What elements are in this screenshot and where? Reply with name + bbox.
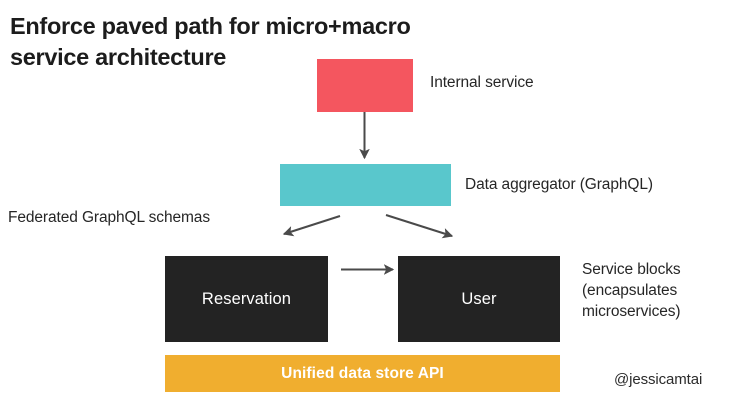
node-user[interactable]: User (398, 256, 560, 342)
node-reservation[interactable]: Reservation (165, 256, 328, 342)
arrow-aggregator-to-user (385, 214, 454, 239)
callout-internal-service: Internal service (430, 74, 534, 91)
author-watermark: @jessicamtai (614, 371, 703, 388)
node-data-aggregator[interactable] (280, 164, 451, 206)
node-reservation-label: Reservation (201, 289, 292, 308)
node-unified-data-store-api-label: Unified data store API (281, 364, 444, 382)
callout-data-aggregator: Data aggregator (GraphQL) (465, 176, 653, 193)
annotation-service-blocks: Service blocks (encapsulates microservic… (582, 261, 681, 320)
node-user-label: User (461, 289, 497, 308)
arrow-aggregator-to-reservation (282, 215, 341, 237)
annotation-federated-schemas: Federated GraphQL schemas (8, 209, 210, 226)
node-internal-service[interactable] (317, 59, 413, 112)
page-title: Enforce paved path for micro+macro servi… (10, 13, 411, 70)
node-unified-data-store-api[interactable]: Unified data store API (165, 355, 560, 392)
